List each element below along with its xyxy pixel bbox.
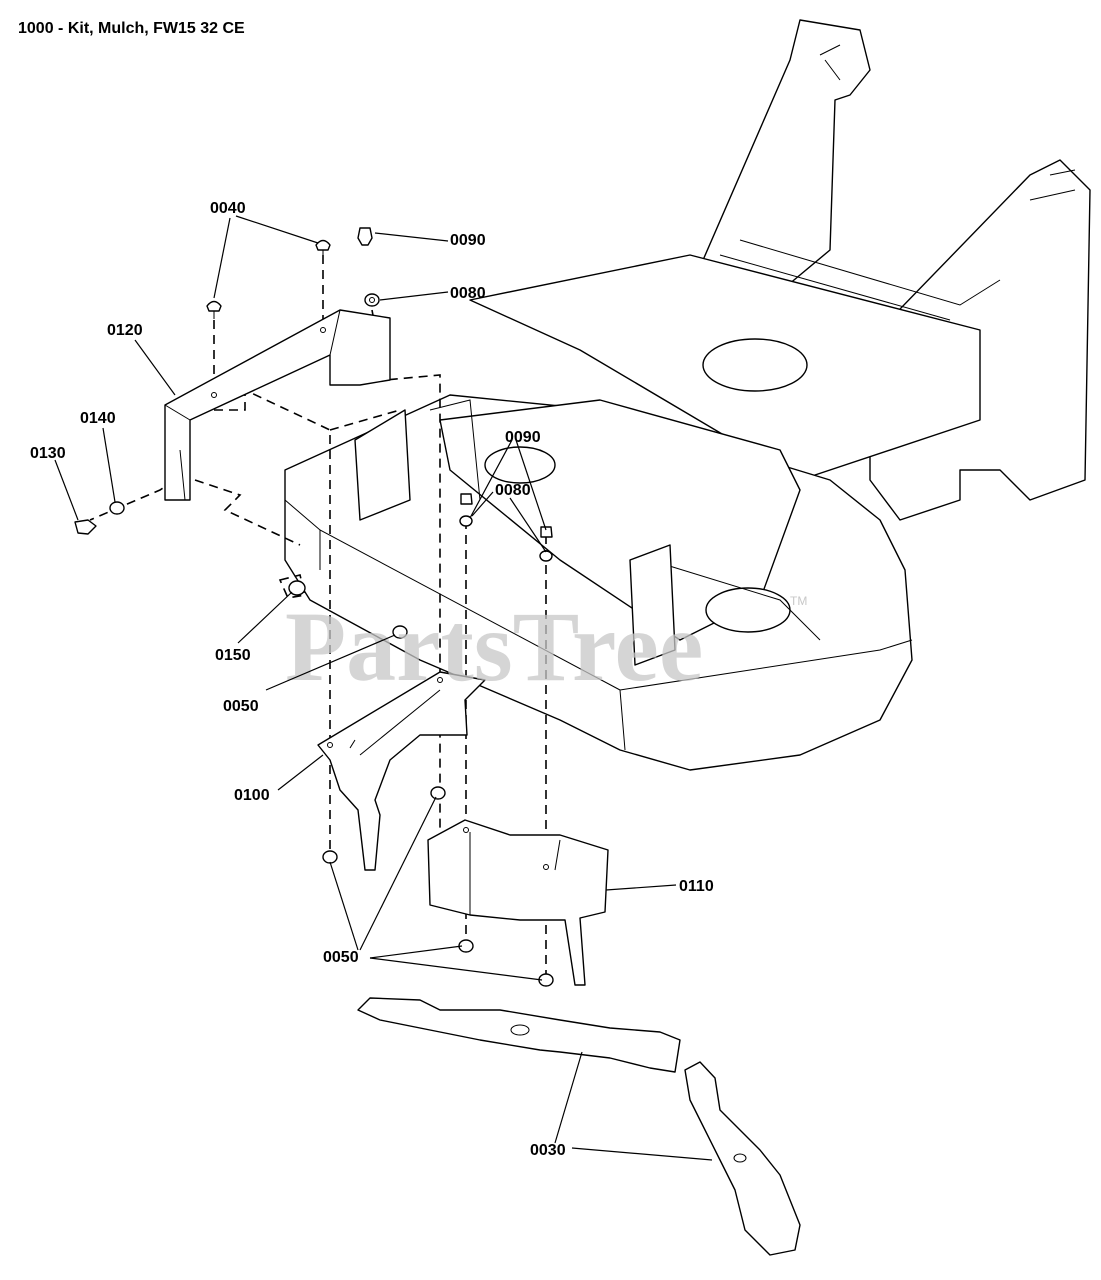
bolt-0130-part[interactable] [74, 519, 97, 535]
carriage-bolts-part[interactable] [206, 239, 331, 320]
diagram-title: 1000 - Kit, Mulch, FW15 32 CE [18, 20, 245, 37]
bolt-0090-top-part[interactable] [357, 227, 373, 246]
callout-labels: 0040 0090 0080 0120 0140 0130 0090 0080 … [30, 200, 714, 1159]
callout-0110: 0110 [679, 878, 714, 895]
mulch-bracket-part[interactable] [164, 309, 391, 501]
callout-0150: 0150 [215, 647, 251, 664]
washer-0140-part[interactable] [109, 501, 125, 515]
watermark-trademark: TM [790, 594, 807, 608]
callout-0050-upper: 0050 [223, 698, 259, 715]
callout-0080-top: 0080 [450, 285, 486, 302]
blades-0030-part[interactable] [357, 997, 801, 1256]
callout-0090-top: 0090 [450, 232, 486, 249]
nut-0150-part[interactable] [288, 580, 306, 596]
baffle-0100-part[interactable] [317, 671, 486, 871]
leader-lines [54, 215, 713, 1161]
washer-0080-top-part[interactable] [364, 293, 380, 307]
callout-0100: 0100 [234, 787, 270, 804]
callout-0030: 0030 [530, 1142, 566, 1159]
baffle-0110-part[interactable] [427, 819, 609, 986]
callout-0080-middle: 0080 [495, 482, 531, 499]
callout-0090-middle: 0090 [505, 429, 541, 446]
callout-0050-lower: 0050 [323, 949, 359, 966]
parts-tree-watermark: PartsTree TM [285, 591, 807, 702]
mower-frame [284, 19, 1091, 771]
callout-0120: 0120 [107, 322, 143, 339]
hardware-0090-0080-middle-part[interactable] [459, 493, 553, 562]
callout-0140: 0140 [80, 410, 116, 427]
watermark-text: PartsTree [285, 591, 703, 702]
callout-0040: 0040 [210, 200, 246, 217]
callout-0130: 0130 [30, 445, 66, 462]
